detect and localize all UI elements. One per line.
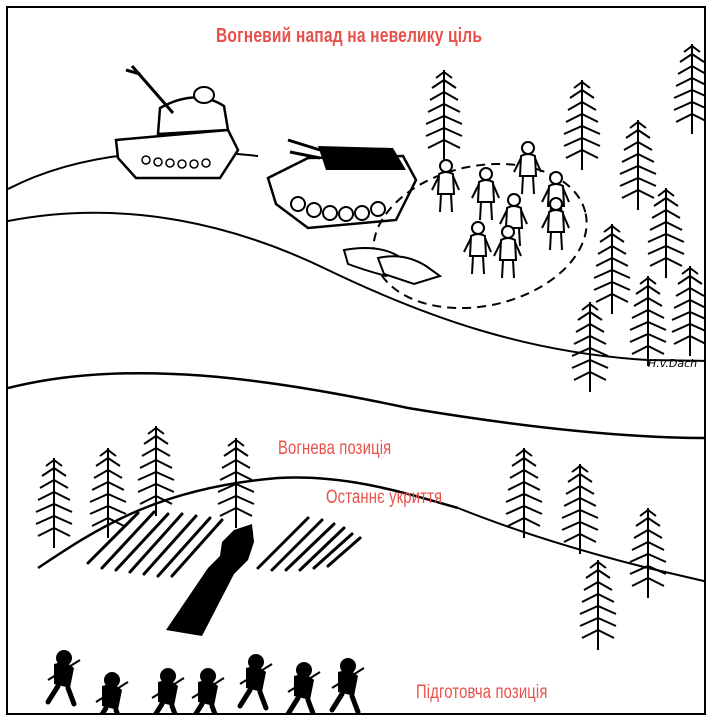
lower-terrain [37, 476, 704, 583]
label-last-cover: Останнє укриття [326, 487, 443, 508]
label-firing-position: Вогнева позиція [278, 438, 392, 459]
preparatory-soldiers [48, 650, 364, 715]
illustration-svg [8, 43, 704, 715]
artist-signature: H.v.Dach [648, 357, 698, 370]
briefing-soldiers [342, 141, 570, 286]
assembly-area-outline [372, 162, 588, 310]
assault-gun-drawing [266, 138, 418, 230]
label-preparatory-position: Підготовча позиція [416, 682, 548, 703]
tank-drawing [114, 65, 240, 180]
upper-forest [425, 43, 704, 393]
diagram-title: Вогневий напад на невелику ціль [216, 25, 483, 47]
advance-arrow [166, 524, 254, 636]
last-cover-hatching [86, 510, 362, 578]
illustration-frame: Вогневий напад на невелику ціль Вогнева … [6, 6, 706, 715]
